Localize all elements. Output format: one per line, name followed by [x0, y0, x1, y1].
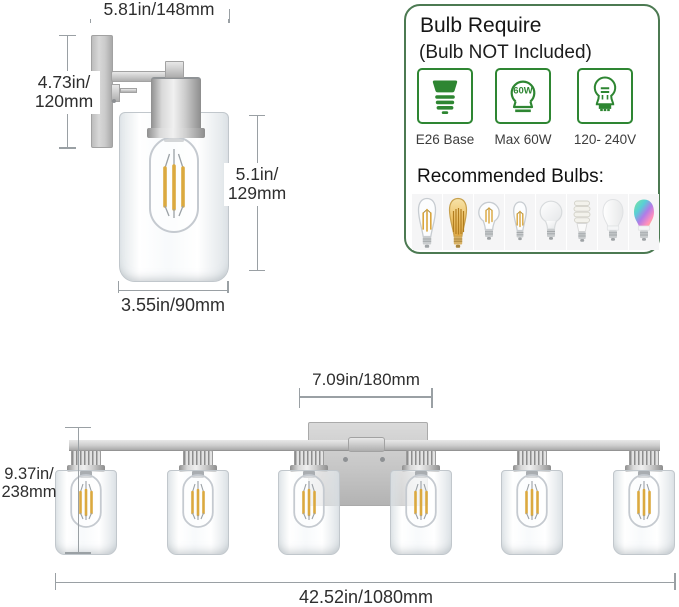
- sconce-glass-height-dimension-label: 5.1in/ 129mm: [224, 163, 290, 206]
- light-socket-ring: [625, 465, 663, 472]
- vanity-light: [390, 450, 452, 556]
- dimension-tick: [298, 388, 300, 408]
- voltage-bulb-icon: [593, 76, 617, 112]
- dimension-text-line: 9.37in/: [4, 465, 54, 483]
- light-socket-ring: [179, 465, 217, 472]
- bulb-requirement-panel: Bulb Require (Bulb NOT Included) 60W: [404, 4, 660, 254]
- dimension-tick: [59, 147, 76, 149]
- bulb-swatch: [597, 194, 628, 250]
- bulb-swatch: [473, 194, 504, 250]
- smart-rgb-color-bulb-icon: [633, 199, 654, 241]
- recommended-bulbs-heading: Recommended Bulbs:: [417, 166, 604, 187]
- bulb-swatch: [442, 194, 473, 250]
- light-filament-bulb: [516, 471, 548, 528]
- light-socket-ring: [402, 465, 440, 472]
- light-socket: [517, 450, 547, 466]
- spec-label-line: 240V: [604, 132, 637, 147]
- dimension-text-line: 120mm: [34, 91, 94, 112]
- st45-clear-filament-bulb-icon: [512, 201, 527, 241]
- panel-subtitle: (Bulb NOT Included): [419, 42, 592, 63]
- spec-label-line: E26: [415, 132, 440, 147]
- sconce-filament-bulb: [149, 134, 199, 233]
- sconce-width-dimension-label: 5.81in/148mm: [89, 0, 229, 20]
- vanity-light: [278, 450, 340, 556]
- spec-label-voltage: 120- 240V: [570, 132, 640, 147]
- vanity-height-dimension-label: 9.37in/ 238mm: [0, 465, 58, 501]
- bulb-swatch: [628, 194, 659, 250]
- dimension-tick: [249, 269, 265, 271]
- recommended-bulbs-row: [411, 194, 659, 250]
- edison-st64-gold-filament-bulb-icon: [448, 197, 467, 248]
- dimension-text-line: 129mm: [227, 183, 287, 204]
- sconce-height-dimension-label: 4.73in/ 120mm: [28, 71, 100, 114]
- dimension-tick: [54, 573, 56, 590]
- dimension-text-line: 238mm: [1, 483, 57, 502]
- bulb-swatch: [504, 194, 535, 250]
- led-a19-white-bulb-icon: [601, 198, 624, 241]
- max-wattage-bulb-icon: 60W: [510, 80, 536, 113]
- spec-label-line: Max: [494, 132, 520, 147]
- light-filament-bulb: [628, 471, 660, 528]
- spec-tile-e26-base: [417, 68, 473, 124]
- bulb-swatch: [566, 194, 597, 250]
- dimension-tick: [227, 281, 229, 293]
- dimension-tick: [65, 426, 91, 428]
- vanity-light: [55, 450, 117, 556]
- light-filament-bulb: [70, 471, 102, 528]
- dimension-tick: [59, 34, 76, 36]
- vanity-light: [167, 450, 229, 556]
- sconce-arm-rod: [120, 88, 137, 93]
- light-socket: [183, 450, 213, 466]
- spec-label-line: 60W: [523, 132, 552, 147]
- dimension-text-line: 5.1in/: [235, 164, 279, 184]
- sconce-socket-rim: [147, 128, 205, 138]
- mounting-bracket: [348, 437, 385, 452]
- dimension-tick: [431, 388, 433, 408]
- vanity-light: [613, 450, 675, 556]
- light-socket-ring: [290, 465, 328, 472]
- bulb-swatch: [535, 194, 566, 250]
- cfl-spiral-bulb-icon: [573, 200, 590, 242]
- dimension-tick: [65, 552, 91, 554]
- frosted-incandescent-bulb-icon: [539, 200, 562, 240]
- spec-tile-max-60w: 60W: [495, 68, 551, 124]
- spec-tile-voltage: [577, 68, 633, 124]
- a19-clear-filament-bulb-icon: [477, 201, 500, 240]
- spec-label-line: Base: [443, 132, 475, 147]
- light-socket: [71, 450, 101, 466]
- mounting-screw: [380, 457, 385, 462]
- vanity-backplate-dimension-label: 7.09in/180mm: [312, 370, 420, 389]
- panel-title: Bulb Require: [420, 14, 542, 37]
- light-socket: [294, 450, 324, 466]
- sconce-glass-width-dimension-label: 3.55in/90mm: [103, 295, 243, 316]
- dimension-line: [299, 396, 432, 398]
- dimension-line: [77, 427, 79, 553]
- light-filament-bulb: [293, 471, 325, 528]
- vanity-light: [501, 450, 563, 556]
- sconce-socket-cup: [151, 77, 201, 131]
- spec-label-line: 120-: [573, 132, 601, 147]
- mounting-screw: [343, 457, 348, 462]
- light-socket-ring: [67, 465, 105, 472]
- light-filament-bulb: [182, 471, 214, 528]
- sconce-hinge-screw: [112, 99, 116, 103]
- light-socket: [629, 450, 659, 466]
- edison-st64-clear-filament-bulb-icon: [417, 197, 436, 248]
- spec-label-max-60w: Max 60W: [488, 132, 558, 147]
- light-socket: [406, 450, 436, 466]
- dimension-tick: [249, 114, 265, 116]
- wattage-badge: 60W: [513, 86, 533, 97]
- dimension-line: [55, 581, 675, 583]
- vanity-width-dimension-label: 42.52in/1080mm: [298, 587, 434, 607]
- dimension-tick: [117, 281, 119, 293]
- bulb-swatch: [411, 194, 442, 250]
- sconce-square-finial: [165, 61, 184, 78]
- spec-label-e26: E26 Base: [410, 132, 480, 147]
- dimension-tick: [674, 573, 676, 590]
- e26-base-icon: [432, 80, 458, 114]
- dimension-text-line: 4.73in/: [37, 72, 91, 92]
- light-filament-bulb: [405, 471, 437, 528]
- light-socket-ring: [513, 465, 551, 472]
- dimension-line: [118, 289, 228, 291]
